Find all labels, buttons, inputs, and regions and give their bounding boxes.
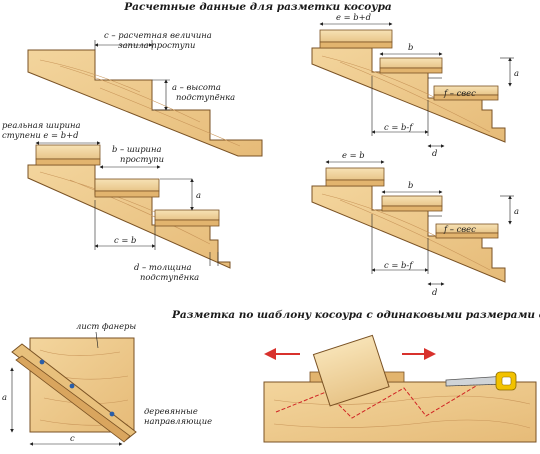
diagram-top-left: c – расчетная величина запила проступи a… xyxy=(27,30,263,157)
diagram-middle-right: e = b b a f – свес c = b-f d xyxy=(311,150,519,297)
tread-edge xyxy=(325,179,385,187)
label-sheet: лист фанеры xyxy=(76,321,136,331)
stringer-board xyxy=(263,381,537,443)
stringer-board xyxy=(311,185,506,283)
wood-grain xyxy=(39,59,241,147)
arrow-right-icon xyxy=(424,348,436,360)
label-d: d xyxy=(432,287,438,297)
tread xyxy=(379,57,443,69)
wooden-guide xyxy=(15,355,131,443)
label-a-line2: подступёнка xyxy=(176,92,235,102)
label-d-line2: подступёнка xyxy=(140,272,199,282)
diagram-top-right: e = b+d b a f – свес c = b-f d xyxy=(311,12,519,158)
label-cb: c = b xyxy=(114,235,136,245)
saw-handle-hole xyxy=(501,376,512,386)
label-c: c xyxy=(70,433,75,443)
label-c: c = b-f xyxy=(384,122,414,132)
diagram-bottom-left: лист фанеры деревянные направляющие a c xyxy=(2,321,212,446)
wood-grain xyxy=(321,193,491,271)
label-e: e = b xyxy=(342,150,365,160)
plywood-sheet xyxy=(29,337,135,433)
label-d-line1: d – толщина xyxy=(134,262,191,272)
wood-grain xyxy=(273,395,531,429)
dowel-dot xyxy=(109,411,115,417)
label-a: a xyxy=(514,206,519,216)
label-c-line2: запила проступи xyxy=(118,40,195,50)
arrow-left-icon xyxy=(264,348,276,360)
label-a: a xyxy=(196,190,201,200)
label-guides-line2: направляющие xyxy=(144,416,212,426)
saw-teeth xyxy=(445,383,507,387)
label-guides-line1: деревянные xyxy=(144,406,198,416)
tread-edge xyxy=(379,67,443,74)
tread-edge xyxy=(35,158,101,166)
tread xyxy=(381,195,443,207)
label-a: a xyxy=(514,68,519,78)
label-e: e = b+d xyxy=(336,12,372,22)
wood-grain xyxy=(321,55,491,133)
dowel-dot xyxy=(39,359,45,365)
stringer-board xyxy=(27,49,263,157)
label-c-line1: c – расчетная величина xyxy=(104,30,212,40)
tread xyxy=(35,144,101,160)
tread xyxy=(94,178,160,192)
tread-edge xyxy=(154,219,220,227)
title-bottom: Разметка по шаблону косоура с одинаковым… xyxy=(171,308,540,321)
diagram-bottom-right xyxy=(263,334,537,443)
tread-edge xyxy=(381,205,443,212)
tread-edge xyxy=(435,232,499,239)
tread xyxy=(325,167,385,181)
tread-edge xyxy=(319,41,393,49)
label-a: a xyxy=(2,392,7,402)
stringer-board xyxy=(311,47,506,143)
template-block xyxy=(312,334,390,407)
template xyxy=(312,334,390,407)
tread-edge xyxy=(94,190,160,198)
dowel-dot xyxy=(69,383,75,389)
label-b-line1: b – ширина xyxy=(112,144,161,154)
diagram-middle-left: реальная ширина ступени e = b+d b – шири… xyxy=(2,120,231,282)
label-f: f – свес xyxy=(443,88,476,98)
label-b: b xyxy=(408,42,413,52)
tread xyxy=(154,209,220,221)
title-top: Расчетные данные для разметки косоура xyxy=(123,1,392,13)
label-real-line1: реальная ширина xyxy=(2,120,81,130)
label-f: f – свес xyxy=(443,224,476,234)
label-b-line2: проступи xyxy=(120,154,164,164)
cut-line xyxy=(275,385,477,419)
label-real-line2: ступени e = b+d xyxy=(2,130,79,140)
label-a-line1: a – высота xyxy=(172,82,221,92)
label-c: c = b-f xyxy=(384,260,414,270)
label-b: b xyxy=(408,180,413,190)
leader-line xyxy=(95,331,99,349)
wood-grain xyxy=(39,349,129,426)
tread xyxy=(319,29,393,43)
label-d: d xyxy=(432,148,438,158)
tread-edge xyxy=(433,94,499,101)
